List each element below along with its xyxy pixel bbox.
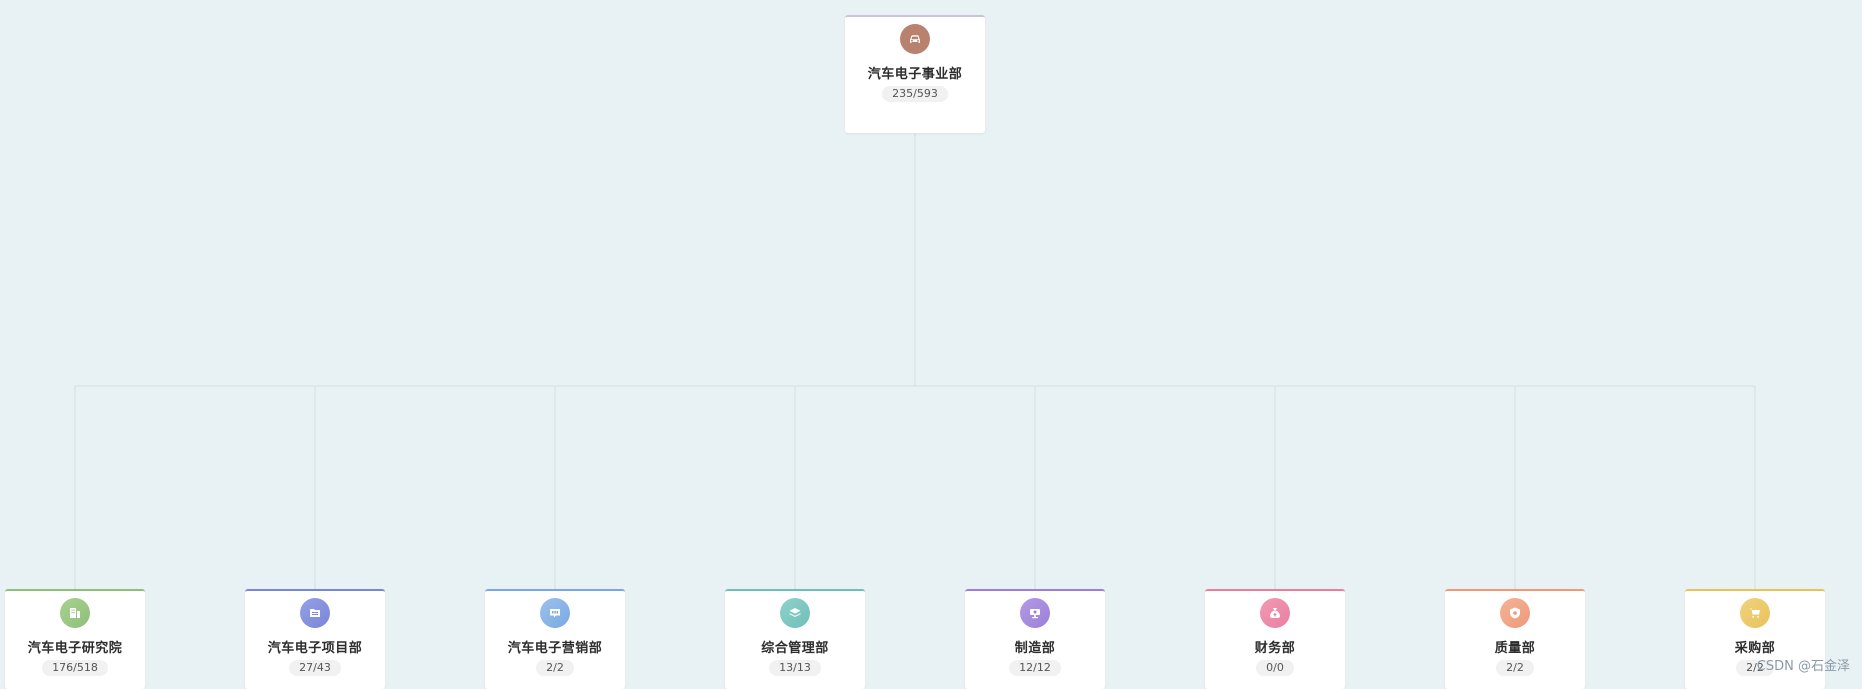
org-node-marketing-dept[interactable]: 汽车电子营销部 2/2 xyxy=(485,589,625,689)
org-node-count: 13/13 xyxy=(769,660,821,676)
org-node-finance-dept[interactable]: 财务部 0/0 xyxy=(1205,589,1345,689)
org-node-general-management[interactable]: 综合管理部 13/13 xyxy=(725,589,865,689)
org-node-count: 176/518 xyxy=(42,660,108,676)
org-node-name: 汽车电子事业部 xyxy=(867,67,963,82)
org-node-count: 235/593 xyxy=(882,86,948,102)
org-node-root[interactable]: 汽车电子事业部 235/593 xyxy=(845,15,985,133)
org-node-purchasing-dept[interactable]: 采购部 2/2 xyxy=(1685,589,1825,689)
org-node-count: 12/12 xyxy=(1009,660,1061,676)
building-icon xyxy=(60,598,90,628)
org-node-count: 2/2 xyxy=(1496,660,1534,676)
machine-icon xyxy=(1020,598,1050,628)
money-bag-icon xyxy=(1260,598,1290,628)
org-node-name: 质量部 xyxy=(1494,641,1536,656)
org-node-name: 汽车电子项目部 xyxy=(267,641,363,656)
org-node-quality-dept[interactable]: 质量部 2/2 xyxy=(1445,589,1585,689)
org-node-name: 采购部 xyxy=(1734,641,1776,656)
org-node-count: 27/43 xyxy=(289,660,341,676)
folder-icon xyxy=(300,598,330,628)
cart-icon xyxy=(1740,598,1770,628)
layers-icon xyxy=(780,598,810,628)
shield-icon xyxy=(1500,598,1530,628)
org-node-name: 财务部 xyxy=(1254,641,1296,656)
org-node-name: 汽车电子营销部 xyxy=(507,641,603,656)
chat-icon xyxy=(540,598,570,628)
org-node-manufacturing-dept[interactable]: 制造部 12/12 xyxy=(965,589,1105,689)
org-node-name: 汽车电子研究院 xyxy=(27,641,123,656)
org-node-research-institute[interactable]: 汽车电子研究院 176/518 xyxy=(5,589,145,689)
org-node-name: 综合管理部 xyxy=(761,641,829,656)
org-node-count: 0/0 xyxy=(1256,660,1294,676)
org-node-project-dept[interactable]: 汽车电子项目部 27/43 xyxy=(245,589,385,689)
org-node-count: 2/2 xyxy=(1736,660,1774,676)
org-node-name: 制造部 xyxy=(1014,641,1056,656)
org-node-count: 2/2 xyxy=(536,660,574,676)
car-icon xyxy=(900,24,930,54)
watermark: CSDN @石金泽 xyxy=(1756,659,1850,674)
